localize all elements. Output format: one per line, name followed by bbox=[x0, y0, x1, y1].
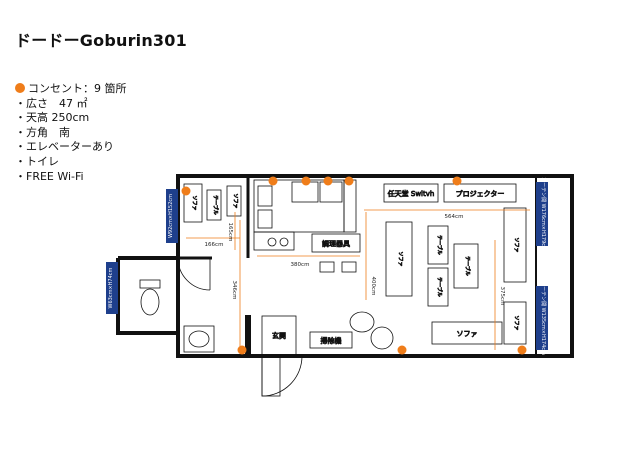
front-door-leaf bbox=[261, 355, 281, 397]
table-small bbox=[206, 189, 222, 221]
nintendo-switch bbox=[383, 183, 439, 203]
dim-375-label: 375cm bbox=[499, 287, 505, 306]
outlet-5-icon bbox=[344, 176, 354, 186]
spec-toilet: ・トイレ bbox=[15, 154, 59, 168]
dim-400-label: 400cm bbox=[370, 277, 376, 296]
sofa-left bbox=[385, 221, 413, 297]
spec-orientation: ・方角 南 bbox=[15, 125, 70, 139]
toilet-door-icon bbox=[177, 257, 211, 291]
projector bbox=[443, 183, 517, 203]
window-right-bottom-label: カーテン開 W135cm×H174cm bbox=[540, 281, 546, 355]
vacuum-label: 掃除機 bbox=[321, 336, 342, 345]
dim-380-label: 380cm bbox=[291, 262, 310, 268]
lounge-chair bbox=[349, 311, 375, 333]
dimension-labels: 380cm 166cm 564cm 346cm 400cm 375cm 165c… bbox=[205, 214, 505, 305]
sofa-small-2-label: ソファ bbox=[232, 193, 238, 208]
stool-2 bbox=[341, 261, 357, 273]
table-a bbox=[427, 225, 449, 265]
front-door-icon bbox=[261, 355, 303, 397]
sofa-bottom bbox=[431, 321, 503, 345]
spec-outlets-text: コンセント：9 箇所 bbox=[28, 82, 127, 95]
sofa-right-label: ソファ bbox=[513, 237, 519, 252]
vacuum bbox=[309, 331, 353, 349]
dimensions bbox=[186, 209, 530, 352]
window-toilet-label: W63cm×H74cm bbox=[108, 267, 114, 308]
kitchen-cabinet-2 bbox=[257, 209, 273, 229]
outlet-2-icon bbox=[268, 176, 278, 186]
spec-ceiling: ・天高 250cm bbox=[15, 111, 90, 125]
entrance-label: 玄関 bbox=[272, 331, 286, 340]
outlets bbox=[181, 176, 527, 355]
table-a-label: テーブル bbox=[436, 235, 443, 255]
window-left-label: W92cm×H152cm bbox=[168, 194, 174, 238]
outlet-9-icon bbox=[237, 345, 247, 355]
window-right-bottom bbox=[536, 286, 548, 350]
window-toilet bbox=[106, 262, 118, 314]
sofa-bottom-label: ソファ bbox=[457, 330, 478, 338]
outlet-7-icon bbox=[397, 345, 407, 355]
stool-1 bbox=[319, 261, 335, 273]
stove-burner-1 bbox=[267, 237, 277, 247]
sofa-right bbox=[503, 207, 527, 283]
stove-burner-2 bbox=[279, 237, 289, 247]
washbasin-bowl bbox=[188, 330, 210, 348]
entrance-area bbox=[261, 315, 297, 357]
windows: W92cm×H152cm W63cm×H74cm カーテン開 W176cm×H1… bbox=[106, 177, 548, 355]
outlet-8-icon bbox=[517, 345, 527, 355]
sofa-small-2 bbox=[226, 185, 242, 217]
washbasin bbox=[183, 325, 215, 353]
furniture: ソファ テーブル ソファ 調理器具 任天堂 Switvh プロジェクター ソファ… bbox=[139, 179, 527, 357]
spec-wifi: ・FREE Wi-Fi bbox=[15, 169, 84, 183]
spec-list: コンセント：9 箇所 ・広さ 47 ㎡ ・天高 250cm ・方角 南 ・エレベ… bbox=[15, 82, 127, 184]
toilet-tank bbox=[139, 279, 161, 289]
dim-564-label: 564cm bbox=[445, 214, 464, 220]
cooking-tools bbox=[311, 233, 361, 253]
sofa-right-lower-label: ソファ bbox=[513, 315, 519, 330]
cooking-tools-label: 調理器具 bbox=[322, 239, 350, 248]
kitchen-sink-2 bbox=[319, 181, 343, 203]
dim-346-label: 346cm bbox=[231, 281, 237, 300]
spec-area: ・広さ 47 ㎡ bbox=[15, 96, 88, 110]
toilet-wall bbox=[116, 256, 178, 335]
page-title: ドードーGoburin301 bbox=[15, 31, 187, 50]
outlet-1-icon bbox=[181, 186, 191, 196]
window-left bbox=[166, 189, 178, 243]
outlet-6-icon bbox=[452, 176, 462, 186]
dim-165-label: 165cm bbox=[227, 223, 233, 242]
outlet-4-icon bbox=[323, 176, 333, 186]
outlet-3-icon bbox=[301, 176, 311, 186]
window-right-top-label: カーテン開 W176cm×H179cm bbox=[540, 177, 546, 251]
kitchen-cabinet-1 bbox=[257, 185, 273, 207]
nintendo-switch-label: 任天堂 Switvh bbox=[388, 189, 435, 198]
sofa-right-lower bbox=[503, 301, 527, 345]
spec-outlets: コンセント：9 箇所 bbox=[15, 82, 127, 97]
sofa-small-1-label: ソファ bbox=[191, 195, 197, 210]
sofa-small-1 bbox=[183, 183, 203, 223]
table-b bbox=[427, 267, 449, 307]
window-right-top bbox=[536, 182, 548, 246]
outlet-legend-icon bbox=[15, 83, 25, 93]
stove bbox=[253, 231, 295, 251]
kitchen-shelf bbox=[343, 179, 357, 233]
sofa-left-label: ソファ bbox=[397, 251, 403, 266]
table-b-label: テーブル bbox=[436, 277, 443, 297]
round-table bbox=[370, 326, 394, 350]
spec-elevator: ・エレベーターあり bbox=[15, 140, 114, 154]
table-c-label: テーブル bbox=[464, 256, 471, 276]
table-c bbox=[453, 243, 479, 289]
dim-166-label: 166cm bbox=[205, 242, 224, 248]
table-small-label: テーブル bbox=[212, 195, 219, 215]
toilet-icon bbox=[140, 288, 160, 316]
projector-label: プロジェクター bbox=[456, 189, 505, 198]
